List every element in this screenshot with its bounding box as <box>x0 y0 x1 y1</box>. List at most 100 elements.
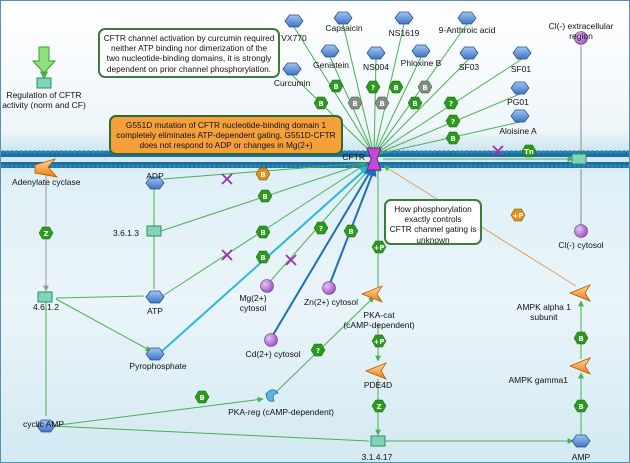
label-phloxine-b: Phloxine B <box>400 58 442 68</box>
node-zn <box>322 281 336 295</box>
edge-camp-to-pkareg <box>50 396 264 427</box>
marker-phloxine-shape <box>417 80 433 94</box>
marker-genistein-shape <box>328 79 344 93</box>
marker-phloxine-text: B <box>422 84 427 92</box>
marker-adenylate-shape <box>38 226 54 240</box>
marker-zn-shape <box>343 224 359 238</box>
marker-anthroic-shape <box>407 96 423 110</box>
marker-mg-shape <box>255 250 271 264</box>
marker-pkacat-cftr-text: +P <box>374 244 385 252</box>
node-amp <box>571 434 591 448</box>
label-ampk-gamma1: AMPK gamma1 <box>508 375 568 385</box>
node-vx770 <box>284 14 304 28</box>
label-vx770: VX770 <box>281 33 307 43</box>
node-31417 <box>370 435 386 447</box>
edge-4612-to-pyrophosphate <box>55 298 152 352</box>
node-sf03 <box>459 46 479 60</box>
marker-sf01-text: ? <box>451 118 455 126</box>
node-ampk-gamma1 <box>568 357 591 375</box>
marker-anthroic-text: B <box>412 100 417 108</box>
label-genistein: Genistein <box>313 60 349 70</box>
node-cl-cytosol <box>574 224 588 238</box>
label-4-6-1-2: 4.6.1.2 <box>33 302 59 312</box>
node-pka-cat <box>360 285 383 303</box>
marker-atp-text: B <box>260 229 265 237</box>
label-cyclic-amp: cyclic AMP <box>23 419 65 429</box>
marker-adenylate-text: Z <box>43 230 48 238</box>
marker-capsaicin-shape <box>374 96 390 110</box>
edge-camp-31417 <box>50 425 370 442</box>
node-3613 <box>146 225 162 237</box>
label-ns1619: NS1619 <box>388 28 420 38</box>
node-aloisine <box>510 109 530 123</box>
marker-ns004-text: B <box>352 100 357 108</box>
inhibit-cl-cross <box>492 145 504 157</box>
node-curcumin <box>282 62 302 76</box>
node-pg01 <box>510 81 530 95</box>
marker-cl-transport-text: Tn <box>524 148 534 156</box>
edge-capsaicin-to-cftr <box>342 23 376 156</box>
marker-pyrophosphate-text: ? <box>319 225 323 233</box>
marker-capsaicin-text: B <box>379 100 384 108</box>
node-adp <box>145 176 165 190</box>
marker-ampk-text: +P <box>513 212 524 220</box>
marker-zn-text: B <box>348 228 353 236</box>
marker-pkareg-pkacat-shape <box>310 343 326 357</box>
node-cd <box>264 333 278 347</box>
edge-ns004-to-cftr <box>371 58 378 156</box>
edge-4612-atp <box>55 295 145 299</box>
label-capsaicin: Capsaicin <box>325 23 363 33</box>
label-9-anthroic-acid: 9-Anthroic acid <box>438 25 496 35</box>
marker-pde4d-shape <box>371 399 387 413</box>
marker-adp-shape <box>255 167 271 181</box>
marker-atp-shape <box>255 225 271 239</box>
edge-cd-to-cftr <box>269 166 374 341</box>
marker-ns1619-shape <box>388 80 404 94</box>
marker-pkareg-pkacat-text: ? <box>316 347 320 355</box>
node-regulation-arrow <box>31 46 57 74</box>
marker-pkacat-cftr-shape <box>371 240 387 254</box>
marker-pkacat-pde4d-shape <box>371 334 387 348</box>
edge-ns1619-to-cftr <box>372 23 405 156</box>
note-curcumin: CFTR channel activation by curcumin requ… <box>98 28 280 78</box>
edge-sf03-to-cftr <box>373 58 470 156</box>
marker-adp-text: B <box>260 171 265 179</box>
node-cl-extracellular <box>574 31 588 45</box>
node-sf01 <box>512 46 532 60</box>
label-sf03: SF03 <box>458 62 480 72</box>
label-cd-cytosol: Cd(2+) cytosol <box>245 349 301 359</box>
node-ns1619 <box>394 11 414 25</box>
node-pyrophosphate <box>145 347 165 361</box>
node-adenylate-cyclase <box>34 158 59 178</box>
marker-sf03-text: ? <box>449 100 453 108</box>
marker-mg-text: B <box>260 254 265 262</box>
marker-pg01-text: B <box>450 135 455 143</box>
edge-phloxine-to-cftr <box>373 56 422 156</box>
marker-sf03-shape <box>443 96 459 110</box>
label-cl-cytosol: Cl(-) cytosol <box>558 240 604 250</box>
label-mg-cytosol: Mg(2+)cytosol <box>239 293 267 313</box>
node-atp <box>145 290 165 304</box>
node-cyclic-amp <box>36 419 56 433</box>
label-pde4d: PDE4D <box>363 380 393 390</box>
membrane-inner-band <box>1 162 629 168</box>
label-adp: ADP <box>146 171 164 181</box>
marker-cl-transport-shape <box>521 144 537 158</box>
inhibit-adp-cross <box>221 173 233 185</box>
marker-camp-pkareg-shape <box>194 390 210 404</box>
label-3-1-4-17: 3.1.4.17 <box>361 452 393 462</box>
node-capsaicin <box>333 11 353 25</box>
node-anthroic <box>457 11 477 25</box>
node-pka-reg <box>265 389 279 402</box>
marker-pde4d-text: Z <box>376 403 381 411</box>
label-adenylate-cyclase: Adenylate cyclase <box>12 177 81 187</box>
marker-ns1619-text: B <box>393 84 398 92</box>
marker-3613-shape <box>257 189 273 203</box>
label-aloisine-a: Aloisine A <box>499 126 537 136</box>
node-ampk-alpha1 <box>568 284 591 302</box>
